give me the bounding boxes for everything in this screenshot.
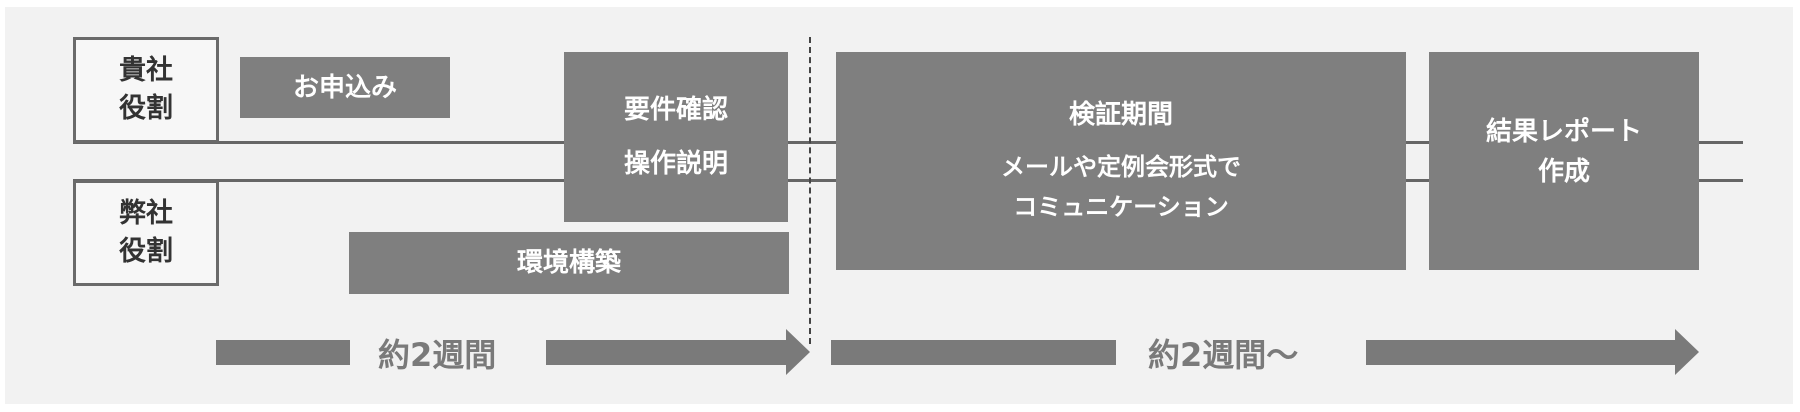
step-report-line2: 作成 <box>1537 157 1590 187</box>
phase2-arrow-head-icon <box>1675 329 1699 375</box>
step-verification-title: 検証期間 <box>1068 100 1173 130</box>
phase1-duration: 約2週間 <box>378 336 497 374</box>
phase2-duration: 約2週間〜 <box>1148 336 1299 374</box>
phase1-arrow-head-icon <box>786 329 810 375</box>
step-report: 結果レポート 作成 <box>1429 52 1699 270</box>
step-requirements-line2: 操作説明 <box>623 149 728 179</box>
phase2-arrow-body <box>1366 340 1676 365</box>
step-verification: 検証期間 メールや定例会形式で コミュニケーション <box>836 52 1406 270</box>
step-requirements: 要件確認 操作説明 <box>564 52 788 222</box>
step-apply: お申込み <box>240 57 450 118</box>
vendor-role-label: 弊社 役割 <box>73 180 219 286</box>
step-requirements-line1: 要件確認 <box>623 95 728 125</box>
step-environment-label: 環境構築 <box>516 248 621 278</box>
step-verification-desc1: メールや定例会形式で <box>1001 153 1241 181</box>
phase1-arrow-body <box>546 340 788 365</box>
phase1-arrow-tail <box>216 340 350 365</box>
step-report-line1: 結果レポート <box>1485 117 1642 147</box>
step-apply-label: お申込み <box>292 72 397 103</box>
step-environment: 環境構築 <box>349 232 789 294</box>
step-verification-desc2: コミュニケーション <box>1013 193 1229 221</box>
phase2-arrow-tail <box>831 340 1116 365</box>
client-role-label: 貴社 役割 <box>73 37 219 143</box>
phase-divider <box>809 37 811 344</box>
